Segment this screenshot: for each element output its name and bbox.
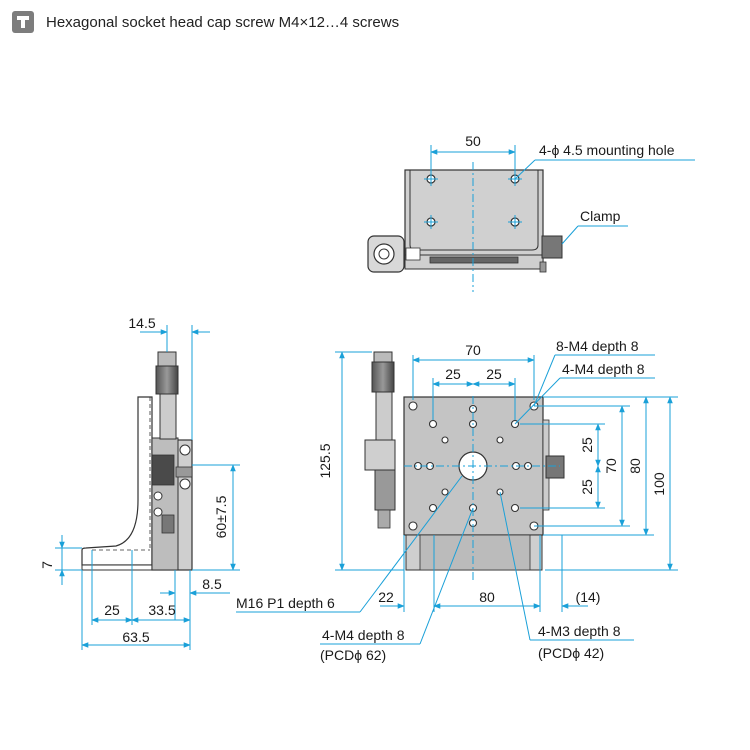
dim-80-v: 80 — [627, 458, 643, 474]
dim-100-v: 100 — [651, 472, 667, 496]
dim-14-5: 14.5 — [128, 315, 155, 331]
dim-22: 22 — [378, 589, 394, 605]
label-4-m3: 4-M3 depth 8 — [538, 623, 621, 639]
dim-25-v1: 25 — [579, 437, 595, 453]
dim-33-5: 33.5 — [148, 602, 175, 618]
label-4-m4-top: 4-M4 depth 8 — [562, 361, 645, 377]
header-text: Hexagonal socket head cap screw M4×12…4 … — [46, 13, 400, 31]
micrometer-thimble-side — [155, 365, 179, 395]
dim-70-v: 70 — [603, 458, 619, 474]
header: Hexagonal socket head cap screw M4×12…4 … — [12, 8, 399, 36]
label-pcd42: (PCDϕ 42) — [538, 645, 604, 661]
dim-25-side: 25 — [104, 602, 120, 618]
dim-25-left: 25 — [445, 366, 461, 382]
clamp-knob — [541, 235, 563, 259]
top-view-body — [404, 169, 544, 263]
screw-icon — [12, 11, 34, 33]
dim-70-top: 70 — [465, 342, 481, 358]
dim-14: (14) — [576, 589, 601, 605]
label-4-m4-bottom: 4-M4 depth 8 — [322, 627, 405, 643]
clamp-knob-front — [545, 455, 565, 479]
label-m16: M16 P1 depth 6 — [236, 595, 335, 611]
side-view: 14.5 60±7.5 7 8.5 25 33.5 63.5 — [39, 315, 240, 650]
dim-80-h: 80 — [479, 589, 495, 605]
dim-8-5: 8.5 — [202, 576, 222, 592]
label-8-m4: 8-M4 depth 8 — [556, 338, 639, 354]
dim-60: 60±7.5 — [213, 495, 229, 538]
micrometer-thimble-front — [371, 361, 395, 393]
label-pcd62: (PCDϕ 62) — [320, 647, 386, 663]
dim-50: 50 — [465, 133, 481, 149]
clamp-label: Clamp — [580, 208, 621, 224]
mounting-hole-label: 4-ϕ 4.5 mounting hole — [539, 142, 675, 158]
bracket-profile — [81, 396, 153, 566]
dim-25-right: 25 — [486, 366, 502, 382]
front-view: 70 25 25 8-M4 depth 8 4-M4 depth 8 125.5… — [236, 338, 678, 663]
dim-63-5: 63.5 — [122, 629, 149, 645]
dim-7: 7 — [39, 561, 55, 569]
dim-125-5: 125.5 — [317, 443, 333, 478]
dim-25-v2: 25 — [579, 479, 595, 495]
top-view: 50 4-ϕ 4.5 mounting hole Clamp — [367, 133, 695, 292]
